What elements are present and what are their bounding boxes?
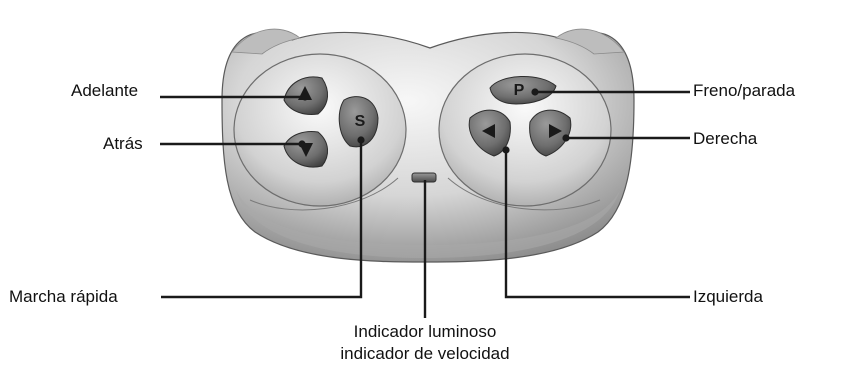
speed-button-glyph: S: [355, 113, 366, 130]
label-left: Izquierda: [693, 287, 763, 307]
left-button-pod: [234, 54, 406, 206]
label-brake: Freno/parada: [693, 81, 795, 101]
label-backward: Atrás: [103, 134, 143, 154]
label-speed: Marcha rápida: [9, 287, 118, 307]
indicator-caption-line1: Indicador luminoso: [250, 321, 600, 343]
indicator-caption: Indicador luminoso indicador de velocida…: [250, 321, 600, 365]
brake-button-glyph: P: [514, 82, 525, 99]
indicator-caption-line2: indicador de velocidad: [250, 343, 600, 365]
label-right: Derecha: [693, 129, 757, 149]
label-forward: Adelante: [71, 81, 138, 101]
